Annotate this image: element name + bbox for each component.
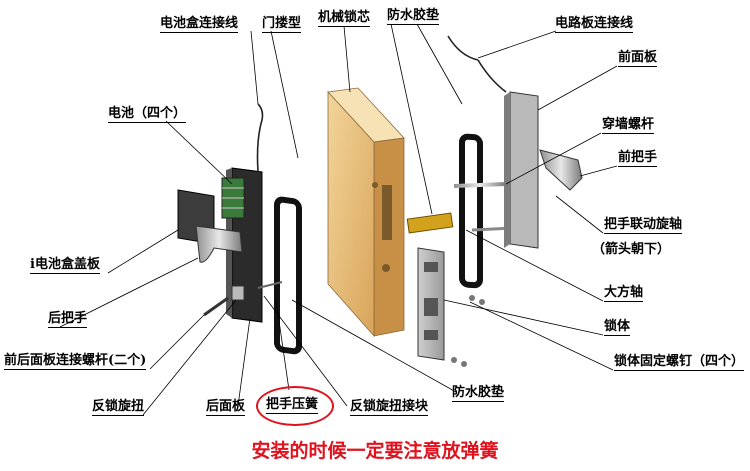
leader-lines <box>59 23 618 416</box>
rear-panel <box>177 103 283 323</box>
label-circuit-board-cable: 电路板连接线 <box>555 16 634 33</box>
label-waterproof-pad-bottom: 防水胶垫 <box>452 385 505 402</box>
rear-handle <box>195 225 243 263</box>
label-battery-four: 电池（四个） <box>108 106 187 123</box>
label-battery-box-cover: i电池盒盖板 <box>30 257 100 274</box>
installation-notice: 安装的时候一定要注意放弹簧 <box>251 440 499 462</box>
label-waterproof-pad-top: 防水胶垫 <box>387 8 440 25</box>
label-lock-body: 锁体 <box>604 319 631 336</box>
label-rear-handle: 后把手 <box>48 311 88 328</box>
label-reverse-knob-connector: 反锁旋扭接块 <box>350 399 429 416</box>
label-arrow-down-note: （箭头朝下） <box>592 242 671 257</box>
label-mechanical-cylinder: 机械锁芯 <box>318 10 371 27</box>
through-wall-screw-1 <box>453 182 507 188</box>
label-lock-body-fixing-screws: 锁体固定螺钉（四个） <box>614 354 745 371</box>
label-door-type: 门搂型 <box>262 16 302 33</box>
circuit-cable-wire <box>477 59 507 93</box>
front-handle <box>539 149 583 191</box>
handle-spring-highlight-circle <box>256 386 334 426</box>
battery-pack <box>221 177 245 219</box>
label-front-handle: 前把手 <box>618 150 658 167</box>
lock-body <box>417 247 445 361</box>
battery-box-cable-wire <box>256 103 264 173</box>
label-connecting-screws: 前后面板连接螺杆(二个) <box>4 353 147 370</box>
label-reverse-lock-knob: 反锁旋扭 <box>92 399 145 416</box>
label-rear-panel: 后面板 <box>206 399 246 416</box>
front-panel <box>447 35 539 249</box>
label-front-panel: 前面板 <box>618 50 658 67</box>
reverse-knob <box>231 285 245 301</box>
label-through-wall-screw: 穿墙螺杆 <box>602 117 655 134</box>
label-battery-box-cable: 电池盒连接线 <box>160 16 239 33</box>
door-leaf <box>327 87 405 338</box>
mechanical-cylinder <box>406 212 454 234</box>
front-gasket <box>459 133 483 289</box>
label-square-shaft: 大方轴 <box>604 285 644 302</box>
label-handle-linkage-shaft: 把手联动旋轴 <box>604 217 683 234</box>
rear-gasket <box>274 196 302 355</box>
lock-fixing-screws <box>451 295 485 367</box>
